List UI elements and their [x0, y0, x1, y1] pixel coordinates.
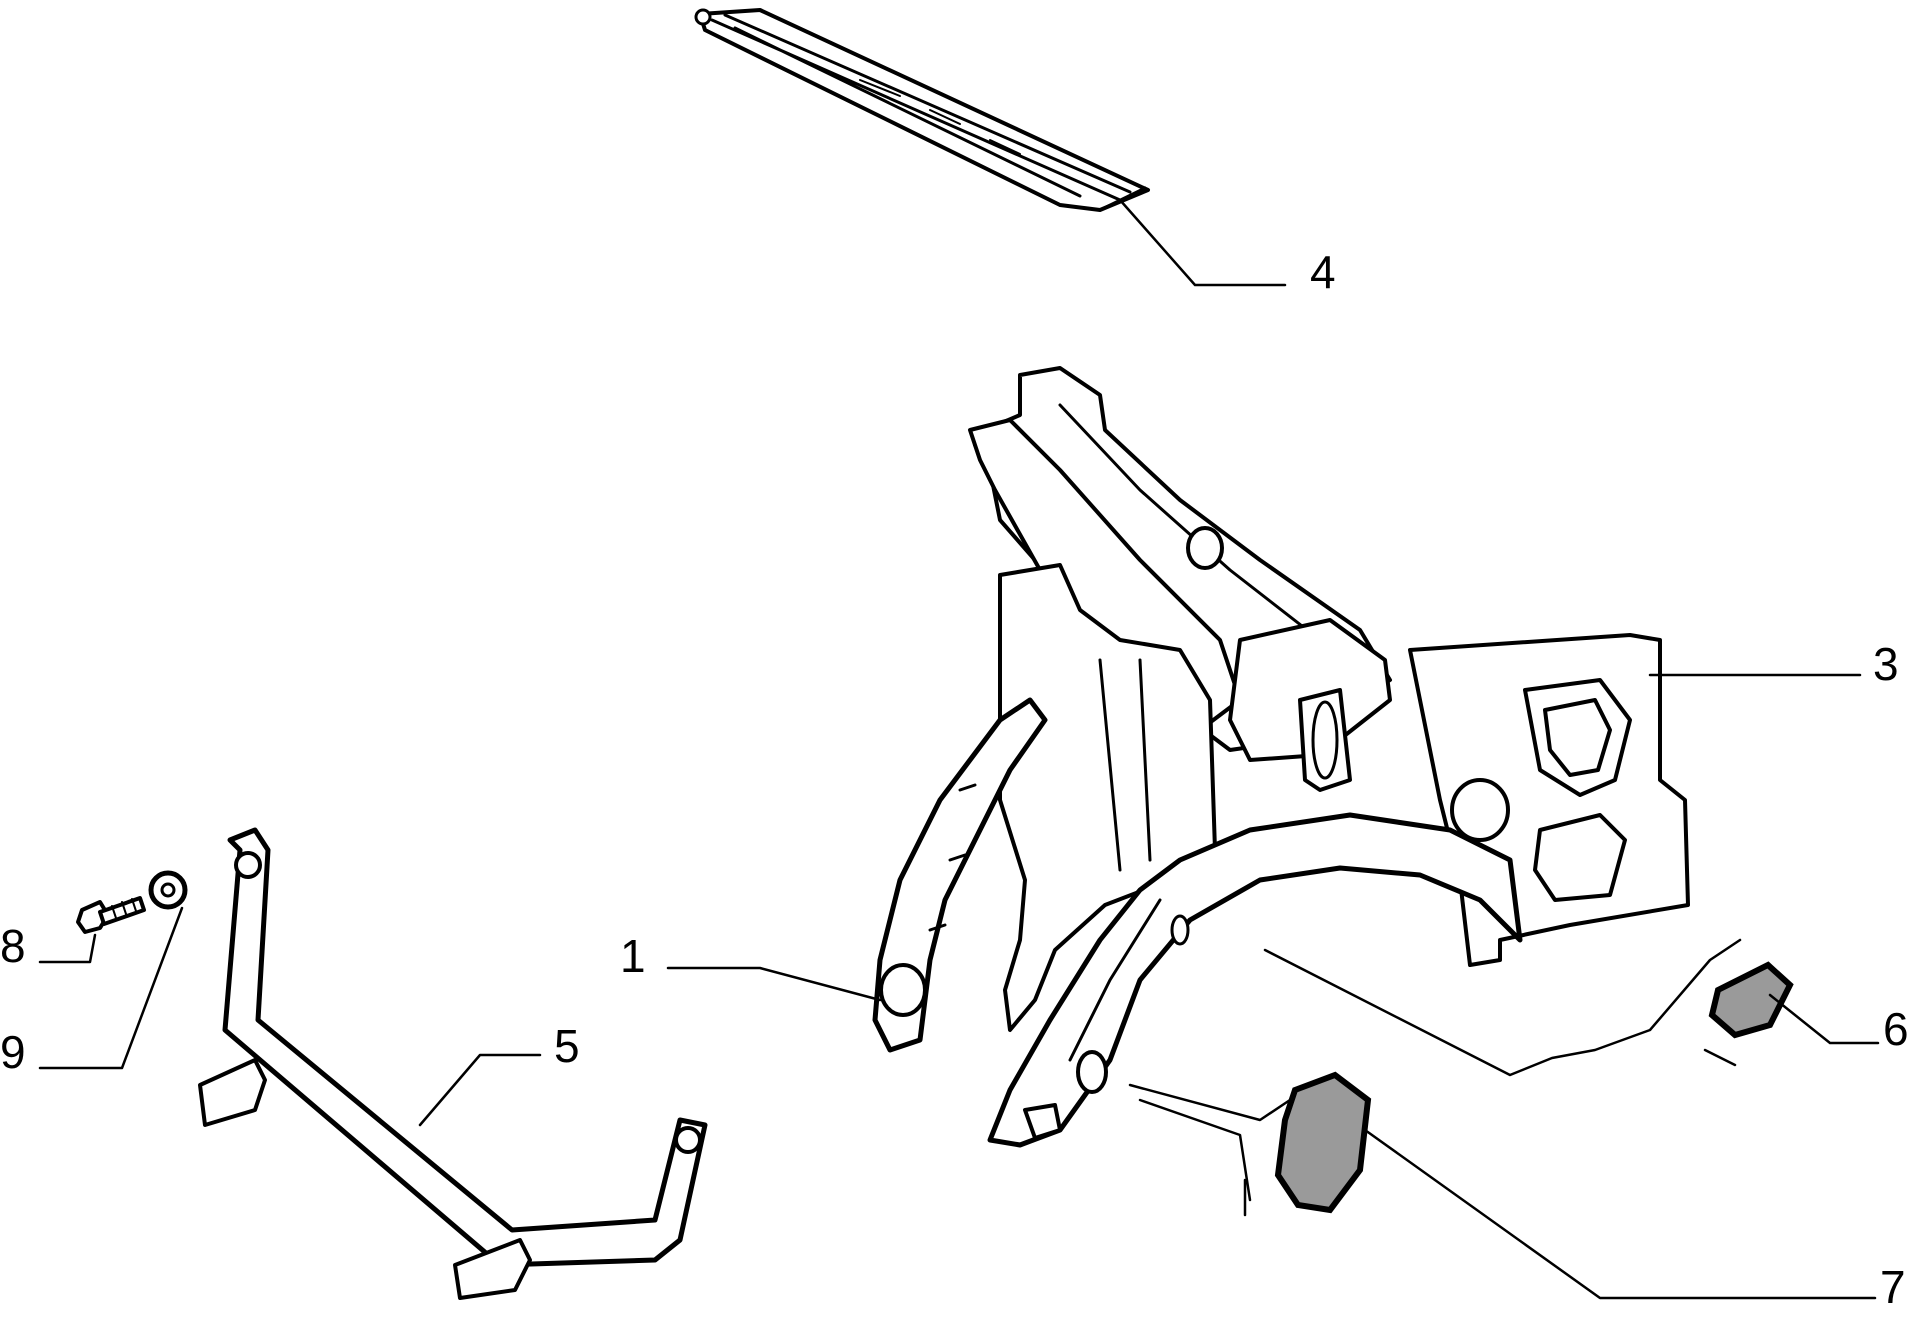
part-4-upper-crossmember: [694, 8, 1150, 212]
part-9-washer: [148, 870, 188, 910]
leader-1: [666, 966, 882, 1002]
leader-6: [1768, 993, 1880, 1045]
leader-9: [38, 906, 184, 1070]
leader-4: [1118, 198, 1287, 287]
callout-labels: 4 1 3 5 6 7 8 9: [0, 246, 1909, 1313]
part-7-seal: [1274, 1071, 1372, 1214]
leader-7: [1363, 1128, 1877, 1300]
callout-label-1: 1: [620, 930, 646, 982]
reference-lines: [38, 198, 1880, 1300]
seal-6-7-bracket-lines: [1128, 1048, 1737, 1122]
callout-label-5: 5: [554, 1020, 580, 1072]
part-8-bolt: [76, 896, 146, 934]
callout-label-6: 6: [1883, 1003, 1909, 1055]
callout-label-7: 7: [1880, 1261, 1906, 1313]
seal-6-position-line: [1263, 938, 1742, 1077]
callout-label-4: 4: [1310, 246, 1336, 298]
part-5-bracket: [198, 827, 708, 1300]
leader-8: [38, 933, 97, 964]
leader-5: [418, 1053, 542, 1127]
part-6-seal: [1708, 961, 1794, 1039]
part-3-main-panel: [872, 366, 1690, 1148]
callout-label-8: 8: [0, 920, 26, 972]
seal-7-position-line: [1138, 1098, 1252, 1217]
callout-label-3: 3: [1873, 638, 1899, 690]
callout-label-9: 9: [0, 1026, 26, 1078]
